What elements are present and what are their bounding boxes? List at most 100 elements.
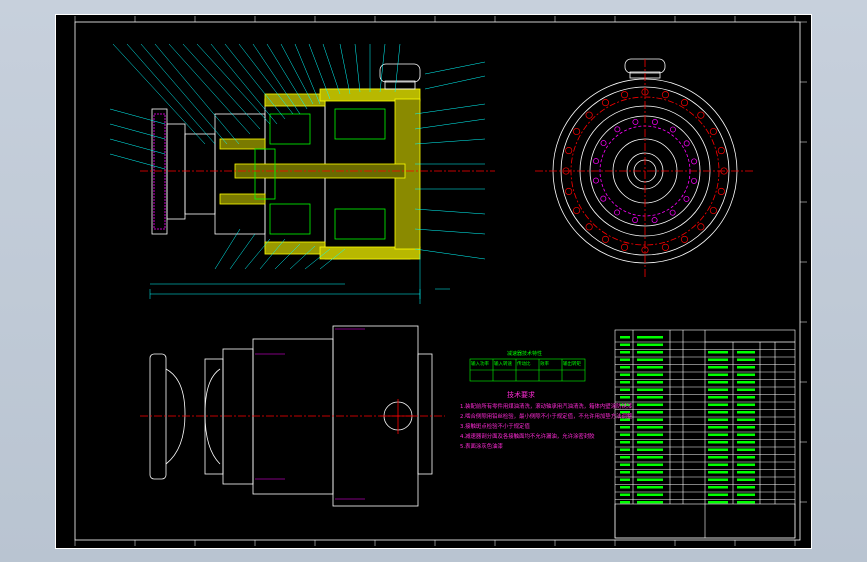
bom-text-mark (737, 441, 755, 444)
inner-bolt-hole (593, 158, 599, 165)
bom-text-mark (737, 433, 755, 436)
bolt-hole (697, 223, 705, 231)
bolt-hole (720, 167, 728, 175)
bom-text-mark (737, 358, 755, 361)
bom-text-mark (620, 396, 630, 399)
bom-text-mark (737, 493, 755, 496)
inner-bolt-hole (600, 140, 607, 147)
bom-text-mark (620, 351, 630, 354)
bom-text-mark (637, 411, 663, 414)
inner-bolt-hole (651, 119, 658, 125)
bom-text-mark (620, 381, 630, 384)
tech-requirement-4: 4.减速器剖分面及各接触面均不允许漏油，允许涂密封胶 (460, 434, 595, 440)
bill-of-materials (614, 329, 796, 539)
inner-bolt-hole (683, 195, 690, 202)
drawing-canvas[interactable]: 技术要求 1.装配前所有零件用煤油清洗，滚动轴承用汽油清洗，箱体内壁涂防锈漆 2… (55, 14, 812, 549)
bom-text-mark (620, 493, 630, 496)
bom-text-mark (737, 396, 755, 399)
bolt-hole (565, 147, 573, 155)
bom-text-mark (708, 478, 728, 481)
tech-requirement-1: 1.装配前所有零件用煤油清洗，滚动轴承用汽油清洗，箱体内壁涂防锈漆 (460, 404, 633, 410)
bom-text-mark (637, 358, 663, 361)
tech-requirement-3: 3.接触斑点检验不小于规定值 (460, 424, 530, 430)
bom-text-mark (620, 463, 630, 466)
inner-bolt-hole (651, 217, 658, 224)
inner-bolt-hole (614, 126, 621, 133)
bom-text-mark (620, 456, 630, 459)
bolt-hole (680, 99, 689, 107)
param-header-5: 输出转矩 (563, 362, 581, 367)
bom-text-mark (620, 358, 630, 361)
bolt-hole (573, 206, 581, 215)
outside-view (140, 325, 445, 507)
bom-text-mark (620, 336, 630, 339)
bolt-hole (709, 206, 717, 215)
bom-text-mark (637, 441, 663, 444)
bom-text-mark (708, 486, 728, 489)
bom-text-mark (637, 336, 663, 339)
bom-text-mark (637, 426, 663, 429)
bolt-hole (565, 187, 573, 195)
bom-text-mark (637, 418, 663, 421)
bolt-hole (697, 111, 705, 119)
bom-text-mark (737, 471, 755, 474)
bom-text-mark (637, 493, 663, 496)
bom-text-mark (637, 463, 663, 466)
bolt-hole (621, 243, 629, 251)
bom-text-mark (620, 448, 630, 451)
tech-requirement-2: 2.啮合侧隙用铅丝检验，最小侧隙不小于规定值，不允许用加垫方法调整 (460, 414, 633, 420)
bom-text-mark (637, 448, 663, 451)
inner-bolt-hole (632, 217, 639, 223)
bom-text-mark (708, 381, 728, 384)
bom-text-mark (637, 478, 663, 481)
bom-text-mark (737, 418, 755, 421)
bom-text-mark (737, 463, 755, 466)
bom-text-mark (708, 366, 728, 369)
bolt-hole (661, 243, 669, 251)
bom-text-mark (737, 351, 755, 354)
inner-bolt-hole (669, 209, 676, 216)
bom-text-mark (708, 456, 728, 459)
inner-bolt-hole (683, 140, 690, 147)
bom-text-mark (637, 388, 663, 391)
inner-bolt-hole (632, 118, 639, 125)
bom-text-mark (637, 501, 663, 504)
bom-text-mark (637, 343, 663, 346)
bolt-hole (717, 187, 725, 195)
bom-text-mark (737, 388, 755, 391)
bom-text-mark (708, 418, 728, 421)
bolt-hole (717, 147, 725, 155)
inner-frame (74, 21, 801, 541)
bom-text-mark (737, 373, 755, 376)
bom-text-mark (708, 358, 728, 361)
end-view (535, 58, 755, 279)
bom-text-mark (708, 493, 728, 496)
bolt-hole (585, 111, 593, 119)
bom-text-mark (637, 403, 663, 406)
bom-text-mark (737, 478, 755, 481)
bom-text-mark (637, 486, 663, 489)
param-header-1: 输入功率 (471, 362, 489, 367)
bom-text-mark (708, 501, 728, 504)
bom-text-mark (708, 441, 728, 444)
bom-text-mark (737, 448, 755, 451)
bom-text-mark (708, 411, 728, 414)
bom-text-mark (708, 403, 728, 406)
param-header-3: 传动比 (517, 362, 531, 367)
bolt-hole (573, 127, 581, 136)
bolt-hole (641, 88, 649, 96)
bom-text-mark (708, 388, 728, 391)
bom-text-mark (620, 426, 630, 429)
bom-text-mark (637, 456, 663, 459)
bom-text-mark (620, 486, 630, 489)
inner-bolt-hole (600, 195, 607, 202)
bom-text-mark (637, 373, 663, 376)
bom-text-mark (620, 501, 630, 504)
bolt-hole (680, 235, 689, 243)
bolt-hole (562, 167, 570, 175)
param-header-4: 效率 (540, 362, 549, 367)
bom-text-marks (620, 336, 755, 504)
bolt-hole (585, 223, 593, 231)
bom-text-mark (737, 403, 755, 406)
